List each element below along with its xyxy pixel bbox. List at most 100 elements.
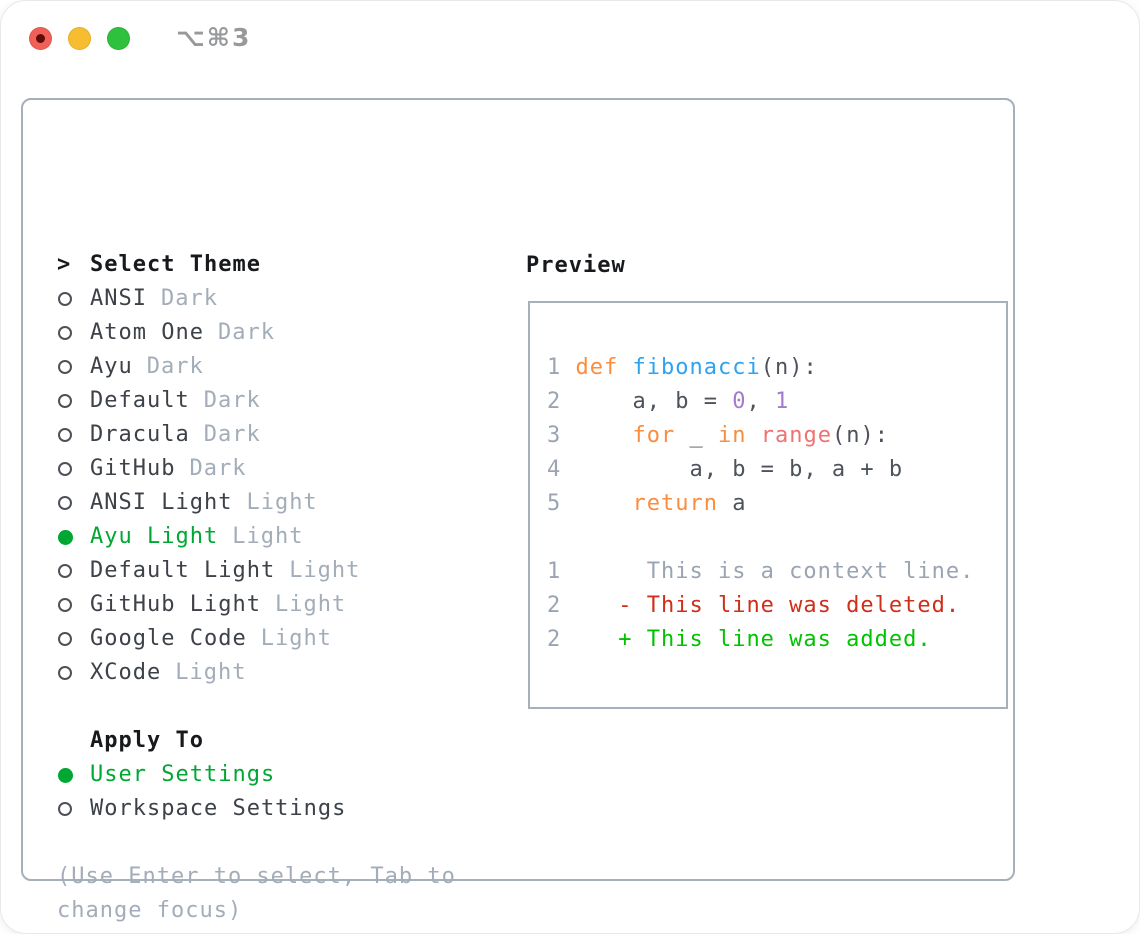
radio-icon (57, 802, 90, 816)
option-label: Ayu Light (90, 524, 219, 549)
line-number: 5 (547, 491, 576, 516)
radio-selected-icon (57, 529, 90, 545)
line-number (547, 525, 576, 550)
code-line: 4 a, b = b, a + b (547, 453, 1006, 487)
code-line: 1 This is a context line. (547, 555, 1006, 589)
theme-option-ayu-light[interactable]: Ayu Light Light (57, 520, 502, 554)
radio-icon (57, 632, 90, 646)
radio-icon (57, 462, 90, 476)
code-token: def (575, 355, 633, 380)
code-token (576, 423, 633, 448)
code-line: 2 + This line was added. (547, 623, 1006, 657)
prompt-caret-icon: > (57, 252, 72, 277)
radio-icon (57, 292, 90, 306)
code-token: return (632, 491, 718, 516)
option-label: User Settings (90, 762, 276, 787)
code-token: , (746, 389, 775, 414)
option-variant-label: Light (175, 660, 247, 685)
code-token: - This line was deleted. (575, 593, 961, 618)
option-label: ANSI Light (90, 490, 233, 515)
line-number: 2 (547, 389, 576, 414)
window-titlebar: ⌥⌘3 (29, 23, 252, 52)
code-line: 2 - This line was deleted. (547, 589, 1006, 623)
radio-icon (57, 564, 90, 578)
code-token (746, 423, 760, 448)
line-number: 4 (547, 457, 576, 482)
apply-to-title: Apply To (90, 728, 204, 753)
option-variant-label: Light (232, 524, 304, 549)
code-token: range (760, 423, 832, 448)
code-token: a, b = b, a + b (575, 457, 904, 482)
code-token: 1 (774, 389, 790, 414)
preview-title: Preview (526, 253, 626, 278)
unsaved-changes-dot-icon (36, 33, 45, 43)
option-variant-label: Dark (189, 456, 247, 481)
help-text-line: (Use Enter to select, Tab to (57, 864, 456, 889)
code-token: + This line was added. (575, 627, 932, 652)
option-label: Ayu (90, 354, 133, 379)
help-text: (Use Enter to select, Tab to change focus… (57, 860, 502, 928)
line-number: 1 (547, 355, 576, 380)
theme-option-ayu[interactable]: Ayu Dark (57, 350, 502, 384)
option-variant-label: Dark (203, 388, 261, 413)
radio-icon (57, 598, 90, 612)
code-line: 5 return a (547, 487, 1006, 521)
code-token: This is a context line. (575, 559, 975, 584)
radio-icon (57, 496, 90, 510)
radio-icon (57, 326, 90, 340)
code-token: in (717, 423, 747, 448)
radio-icon (57, 666, 90, 680)
option-variant-label: Dark (203, 422, 261, 447)
line-number: 2 (547, 593, 576, 618)
apply-option-workspace-settings[interactable]: Workspace Settings (57, 792, 502, 826)
option-variant-label: Dark (160, 286, 218, 311)
option-label: Atom One (90, 320, 204, 345)
line-number: 1 (547, 559, 576, 584)
option-label: Google Code (90, 626, 247, 651)
code-token: (n): (831, 423, 889, 448)
code-token: fibonacci (632, 355, 761, 380)
theme-option-default[interactable]: Default Dark (57, 384, 502, 418)
zoom-button[interactable] (107, 26, 130, 50)
line-number: 3 (547, 423, 576, 448)
radio-selected-icon (57, 767, 90, 783)
option-variant-label: Dark (217, 320, 275, 345)
code-line: 1 def fibonacci(n): (547, 351, 1006, 385)
minimize-button[interactable] (68, 26, 91, 50)
option-label: GitHub Light (90, 592, 261, 617)
help-text-line: change focus) (57, 898, 243, 923)
option-label: Workspace Settings (90, 796, 347, 821)
keyboard-shortcut-label: ⌥⌘3 (176, 23, 252, 52)
code-line: 3 for _ in range(n): (547, 419, 1006, 453)
option-label: GitHub (90, 456, 176, 481)
spacer (57, 826, 502, 860)
code-token: (n): (760, 355, 818, 380)
theme-option-github[interactable]: GitHub Dark (57, 452, 502, 486)
line-number: 2 (547, 627, 576, 652)
code-token: a (717, 491, 747, 516)
apply-option-user-settings[interactable]: User Settings (57, 758, 502, 792)
code-token (576, 491, 633, 516)
code-token: _ (675, 423, 718, 448)
code-line: 2 a, b = 0, 1 (547, 385, 1006, 419)
option-label: Default Light (90, 558, 276, 583)
close-button[interactable] (29, 26, 52, 50)
option-variant-label: Dark (146, 354, 204, 379)
theme-option-atom-one[interactable]: Atom One Dark (57, 316, 502, 350)
code-token: for (632, 423, 676, 448)
option-label: Default (90, 388, 190, 413)
